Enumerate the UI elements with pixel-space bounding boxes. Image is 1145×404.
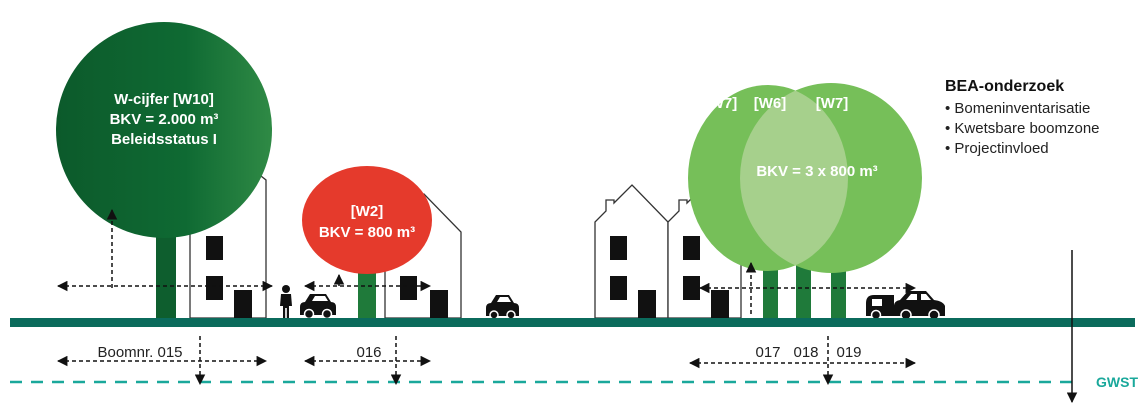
tree-016-label-2: BKV = 800 m³ — [319, 224, 415, 241]
legend-title: BEA-onderzoek — [945, 78, 1065, 95]
legend-list: Bomeninventarisatie Kwetsbare boomzone P… — [945, 99, 1100, 159]
dimension-arrows — [56, 208, 917, 386]
crown-015 — [56, 22, 272, 238]
group-bkv-label: BKV = 3 x 800 m³ — [756, 163, 877, 180]
legend-item-bomeninventarisatie: Bomeninventarisatie — [945, 99, 1100, 119]
house-right-windows — [610, 236, 729, 318]
tree-017-number: 017 — [755, 344, 780, 361]
tree-015-label-1: W-cijfer [W10] — [114, 91, 214, 108]
car-icon-3 — [894, 291, 945, 321]
tree-016-label-1: [W2] — [351, 203, 384, 220]
gwst-label: GWST — [1096, 374, 1138, 390]
tree-015-label-3: Beleidsstatus I — [111, 131, 217, 148]
tree-015-label-2: BKV = 2.000 m³ — [110, 111, 219, 128]
tree-017-code: [W7] — [705, 95, 738, 112]
tree-016-number: 016 — [356, 344, 381, 361]
crown-group-017-019 — [688, 83, 922, 273]
car-icon-2 — [486, 295, 519, 320]
tree-019-code: [W7] — [816, 95, 849, 112]
tree-018-code: [W6] — [754, 95, 787, 112]
crown-016 — [302, 166, 432, 274]
tree-015-number: Boomnr. 015 — [97, 344, 182, 361]
legend-item-kwetsbare-boomzone: Kwetsbare boomzone — [945, 119, 1099, 139]
tree-019-number: 019 — [836, 344, 861, 361]
legend-item-projectinvloed: Projectinvloed — [945, 139, 1100, 159]
van-icon — [866, 295, 894, 321]
car-icon-1 — [300, 294, 336, 320]
ground-line — [10, 318, 1135, 327]
person-icon — [279, 285, 292, 318]
tree-018-number: 018 — [793, 344, 818, 361]
